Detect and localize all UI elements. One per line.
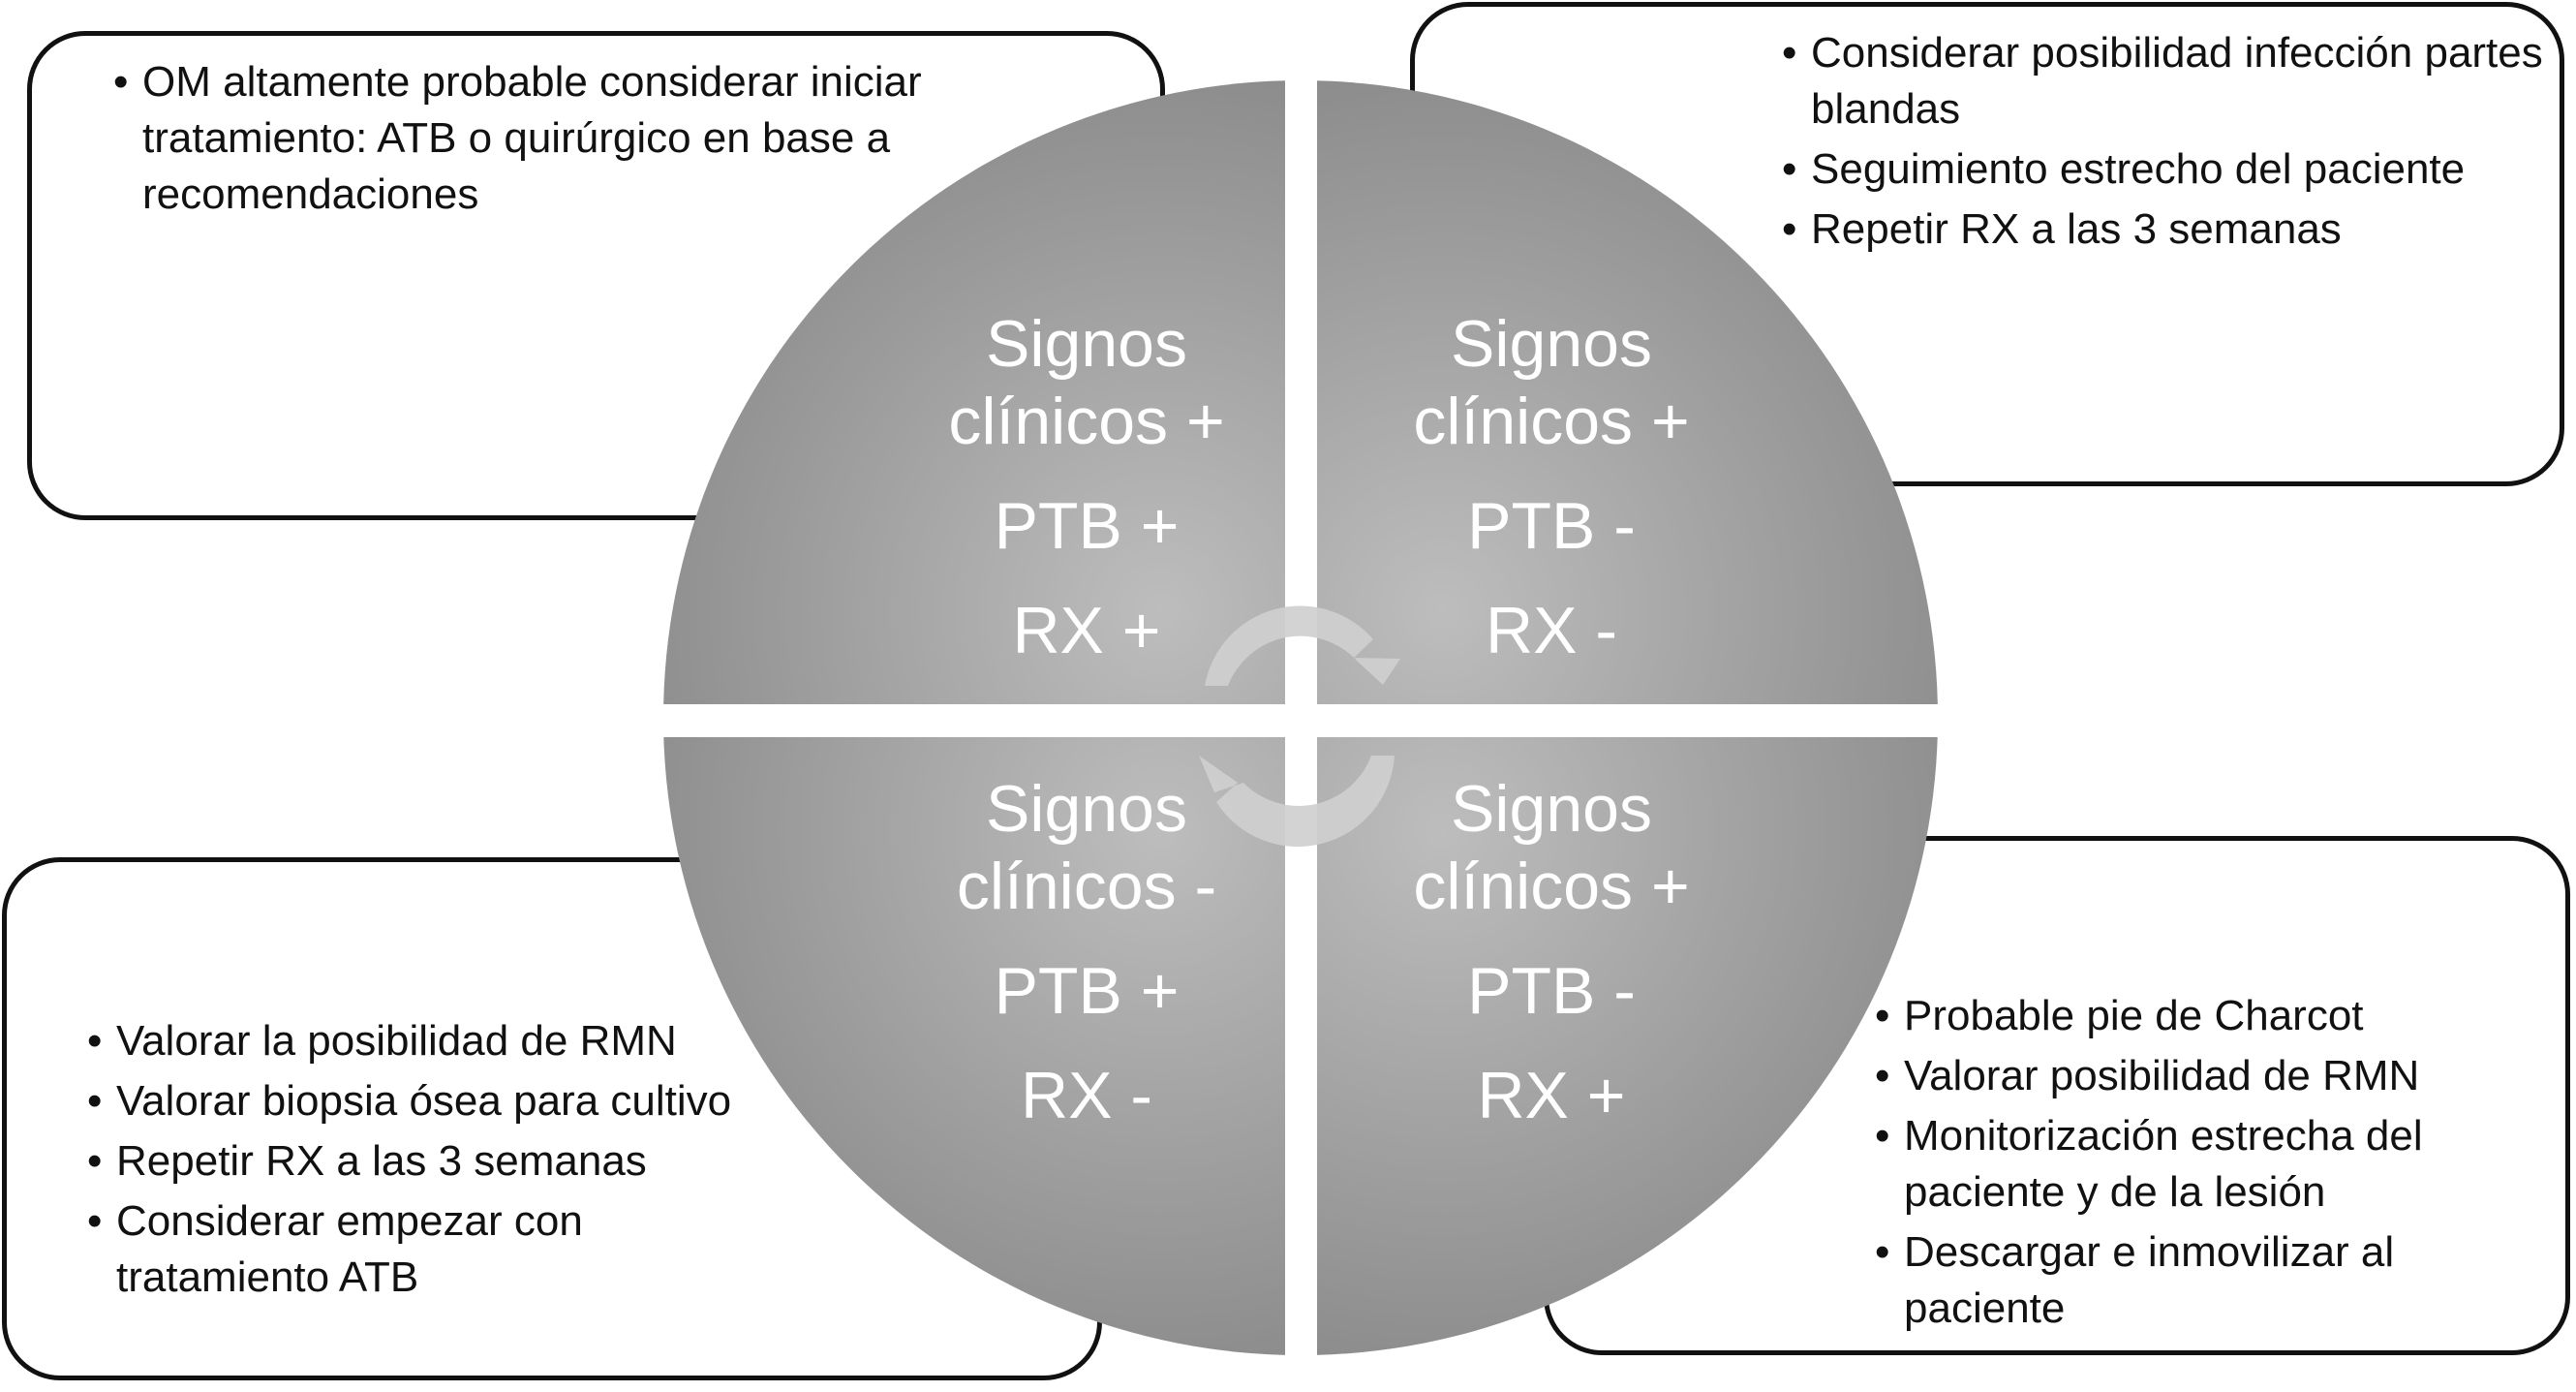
quadrant-bottom-right-label: Signos clínicos + PTB - RX + — [1348, 770, 1755, 1134]
list-item: Considerar empezar con tratamiento ATB — [85, 1193, 802, 1306]
recommendations-bottom-right: Probable pie de Charcot Valorar posibili… — [1873, 988, 2551, 1341]
quadrant-line: clínicos + — [1413, 385, 1690, 458]
list-item: Valorar posibilidad de RMN — [1873, 1048, 2551, 1104]
quadrant-line: PTB + — [994, 954, 1180, 1028]
list-item: Probable pie de Charcot — [1873, 988, 2551, 1044]
arrow-top — [1205, 605, 1400, 686]
list-item: OM altamente probable considerar iniciar… — [111, 54, 983, 223]
list-item: Seguimiento estrecho del paciente — [1780, 141, 2555, 198]
quadrant-line: PTB + — [994, 489, 1180, 563]
quadrant-line: RX + — [1012, 594, 1161, 667]
quadrant-bottom-left-label: Signos clínicos - PTB + RX - — [883, 770, 1290, 1134]
quadrant-line: Signos — [986, 307, 1187, 381]
quadrant-top-left-label: Signos clínicos + PTB + RX + — [883, 305, 1290, 669]
list-item: Valorar la posibilidad de RMN — [85, 1013, 802, 1069]
list-item: Repetir RX a las 3 semanas — [1780, 201, 2555, 258]
list-item: Descargar e inmovilizar al paciente — [1873, 1224, 2551, 1337]
quadrant-top-right-label: Signos clínicos + PTB - RX - — [1348, 305, 1755, 669]
list-item: Repetir RX a las 3 semanas — [85, 1133, 802, 1190]
circular-arrows-icon — [1199, 605, 1400, 848]
recommendations-top-left: OM altamente probable considerar iniciar… — [111, 54, 983, 223]
quadrant-line: PTB - — [1467, 489, 1636, 563]
recommendations-top-right: Considerar posibilidad infección partes … — [1780, 25, 2555, 262]
arrow-bottom — [1199, 756, 1395, 848]
quadrant-line: Signos — [1451, 307, 1652, 381]
list-item: Monitorización estrecha del paciente y d… — [1873, 1108, 2551, 1221]
quadrant-line: Signos — [986, 772, 1187, 846]
quadrant-line: clínicos - — [956, 850, 1217, 923]
quadrant-line: RX + — [1477, 1059, 1626, 1132]
quadrant-line: PTB - — [1467, 954, 1636, 1028]
list-item: Valorar biopsia ósea para cultivo — [85, 1073, 802, 1129]
quadrant-line: clínicos + — [1413, 850, 1690, 923]
quadrant-line: RX - — [1486, 594, 1617, 667]
recommendations-bottom-left: Valorar la posibilidad de RMN Valorar bi… — [85, 1013, 802, 1310]
quadrant-line: RX - — [1021, 1059, 1152, 1132]
quadrant-line: clínicos + — [948, 385, 1225, 458]
quadrant-line: Signos — [1451, 772, 1652, 846]
list-item: Considerar posibilidad infección partes … — [1780, 25, 2555, 138]
